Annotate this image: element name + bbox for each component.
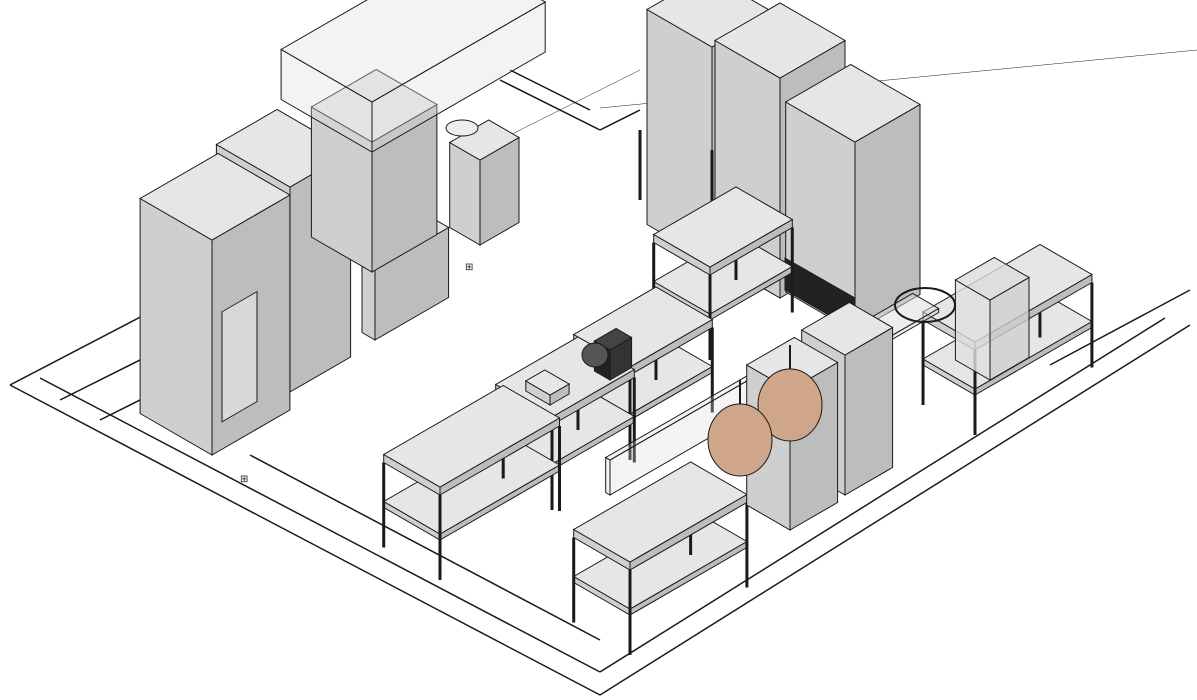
combi-oven-icon-top-face	[310, 68, 438, 143]
scale-icon	[524, 369, 571, 406]
floor-plan-line	[489, 69, 641, 146]
floor-plan-line	[499, 79, 601, 131]
floor-drain-icon: ⊞	[240, 474, 248, 485]
trolley-icon-top-face	[954, 256, 1031, 301]
work-table-icon-top	[382, 384, 561, 496]
work-table-icon	[652, 186, 794, 360]
work-table-icon-top-top-face	[382, 384, 561, 488]
mixer-bowl	[581, 342, 609, 368]
floor-plan-line	[9, 384, 601, 696]
combi-oven-icon-left-face	[139, 197, 213, 456]
floor-plan-line	[1049, 289, 1191, 366]
sink-icon	[448, 119, 521, 246]
dough-divider-icon-front-face	[844, 326, 894, 496]
scale-icon-top-face	[524, 369, 571, 396]
hood-icon-top-face	[280, 0, 547, 103]
combi-oven-icon	[139, 152, 291, 456]
work-table-icon	[382, 384, 562, 580]
floor-plan-line	[9, 311, 151, 386]
equipment-layer	[139, 0, 1094, 655]
oven-door-window	[221, 290, 258, 423]
trolley-icon	[954, 256, 1031, 381]
dough-divider-icon-top-face	[800, 301, 894, 356]
floor-plan-line	[249, 454, 601, 641]
floor-plan-line	[509, 69, 591, 111]
work-table-icon	[572, 461, 749, 655]
glass-shelf-icon-left-face	[605, 456, 611, 496]
combi-oven-icon-top-face	[139, 152, 291, 241]
hood-icon	[280, 0, 547, 153]
floor-plan-line	[599, 317, 1166, 673]
work-table-icon-top-top-face	[652, 186, 794, 268]
work-table-icon-shelf	[572, 508, 748, 616]
floor-drain-icon: ⊞	[465, 262, 473, 273]
floor-plan-line	[599, 324, 1191, 696]
floor-plan-line	[39, 377, 601, 673]
refrigerator-icon-top-face	[713, 2, 847, 79]
floor-plan-outline: ⊞⊞	[9, 49, 1197, 696]
work-table-icon	[572, 286, 714, 460]
dough-hopper-dome	[707, 403, 773, 477]
wire-basket-icon	[445, 119, 479, 137]
oven-stand-icon-left-face	[361, 261, 376, 341]
blast-chiller-icon-top-face	[784, 63, 922, 143]
work-table-icon-top	[652, 186, 794, 276]
combi-oven-icon	[310, 68, 438, 273]
dough-bin-icon	[894, 287, 956, 323]
floor-plan-line	[599, 109, 641, 131]
